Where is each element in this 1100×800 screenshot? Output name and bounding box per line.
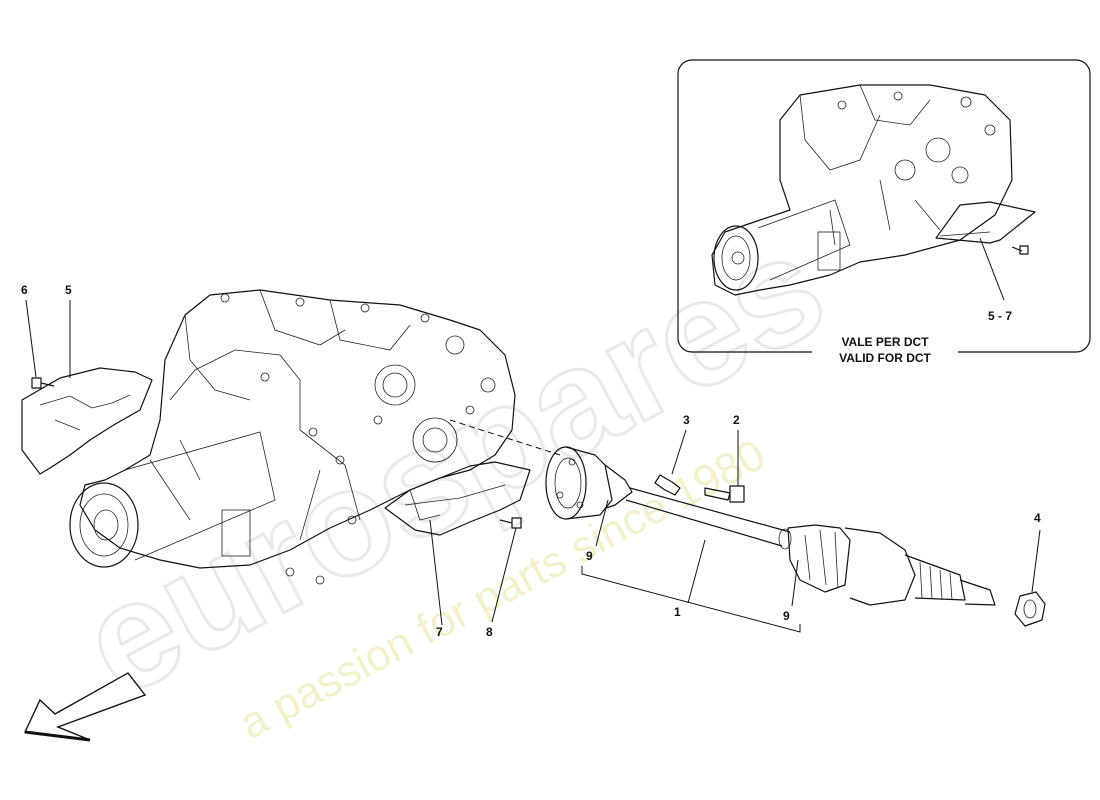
- inset-caption-en: VALID FOR DCT: [839, 351, 931, 365]
- leader-8: [491, 527, 517, 623]
- callout-5-7: 5 - 7: [988, 309, 1012, 323]
- callout-6: 6: [21, 283, 28, 297]
- callout-7: 7: [436, 625, 443, 639]
- callout-5: 5: [65, 283, 72, 297]
- heat-shield-left: [21, 367, 153, 475]
- leader-9b: [791, 559, 799, 607]
- leader-5-7: [979, 237, 1005, 301]
- heat-shield-7: [384, 461, 531, 536]
- bolt-8: [499, 517, 522, 529]
- dct-inset: 5 - 7 VALE PER DCT VALID FOR DCT: [677, 59, 1091, 373]
- leader-6: [25, 299, 37, 378]
- inset-caption-bg: [812, 343, 958, 373]
- transmission-housing: [69, 289, 516, 585]
- callout-2: 2: [733, 413, 740, 427]
- bolt-6: [31, 377, 55, 389]
- clamp-3: [654, 474, 681, 496]
- bracket-1: [581, 566, 801, 633]
- bolt-2: [704, 485, 745, 503]
- callout-3: 3: [683, 413, 690, 427]
- leader-1: [687, 539, 706, 604]
- inset-transmission: [711, 84, 1013, 296]
- inset-bolt: [1011, 245, 1029, 255]
- callout-9a: 9: [586, 549, 593, 563]
- inset-heat-shield: [935, 201, 1036, 244]
- leader-4: [1031, 529, 1041, 593]
- nut-4: [1014, 591, 1046, 627]
- leader-3: [671, 429, 687, 475]
- leader-7: [429, 519, 443, 626]
- callout-8: 8: [486, 625, 493, 639]
- inset-caption-it: VALE PER DCT: [841, 335, 929, 349]
- callout-9b: 9: [783, 609, 790, 623]
- callout-4: 4: [1034, 511, 1041, 525]
- callout-1: 1: [674, 605, 681, 619]
- drive-shaft: [545, 446, 996, 606]
- leader-9a: [595, 499, 609, 547]
